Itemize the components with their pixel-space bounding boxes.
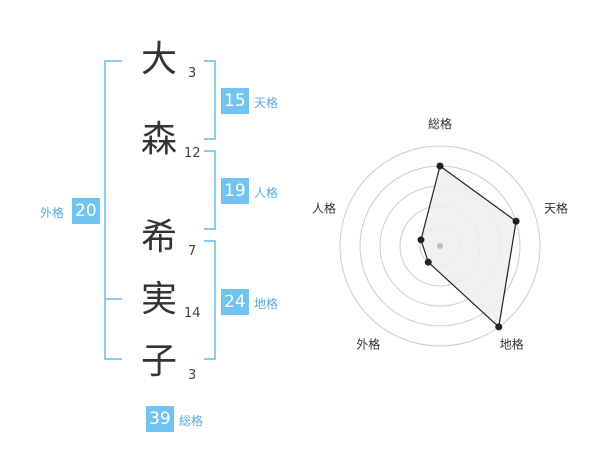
radar-point-1 (436, 162, 444, 170)
tenkaku-badge: 15 (221, 88, 249, 114)
chikaku-badge: 24 (221, 289, 249, 315)
gaikaku-label: 外格 (40, 206, 65, 220)
radar-grid-ring (339, 145, 541, 347)
chikaku-bracket (204, 240, 216, 360)
radar-axis-label-5: 人格 (312, 200, 336, 215)
radar-point-3 (495, 323, 503, 331)
soukaku-badge: 39 (146, 406, 174, 432)
name-char-1: 大 (140, 39, 177, 80)
radar-point-4 (424, 258, 432, 266)
radar-axis-label-1: 総格 (428, 116, 452, 131)
soukaku-label: 総格 (179, 414, 204, 428)
stroke-count-3: 7 (188, 244, 197, 259)
stroke-count-1: 3 (188, 66, 197, 81)
chikaku-label: 地格 (254, 297, 279, 311)
radar-point-2 (512, 217, 520, 225)
gaikaku-badge: 20 (72, 198, 100, 224)
jinkaku-label: 人格 (254, 186, 279, 200)
name-char-4: 実 (140, 279, 177, 320)
stroke-count-4: 14 (184, 306, 201, 321)
tenkaku-bracket (204, 60, 216, 140)
radar-point-5 (417, 236, 425, 244)
name-diagram: 大 3 森 12 希 7 実 14 子 3 15 天格 19 人格 24 地格 … (40, 39, 279, 432)
jinkaku-badge: 19 (221, 178, 249, 204)
radar-axis-label-4: 外格 (356, 337, 380, 352)
gaikaku-bracket-divider (104, 298, 122, 300)
stroke-count-2: 12 (184, 146, 201, 161)
stroke-count-5: 3 (188, 368, 197, 383)
gaikaku-bracket (104, 60, 122, 360)
jinkaku-bracket (204, 150, 216, 230)
radar-data-polygon (420, 164, 517, 329)
radar-axis-label-3: 地格 (500, 337, 524, 352)
name-char-2: 森 (140, 119, 177, 160)
name-char-3: 希 (140, 217, 177, 258)
radar-axis-label-2: 天格 (544, 200, 568, 215)
radar-center-dot (437, 243, 443, 249)
name-char-5: 子 (140, 341, 177, 382)
tenkaku-label: 天格 (254, 96, 279, 110)
